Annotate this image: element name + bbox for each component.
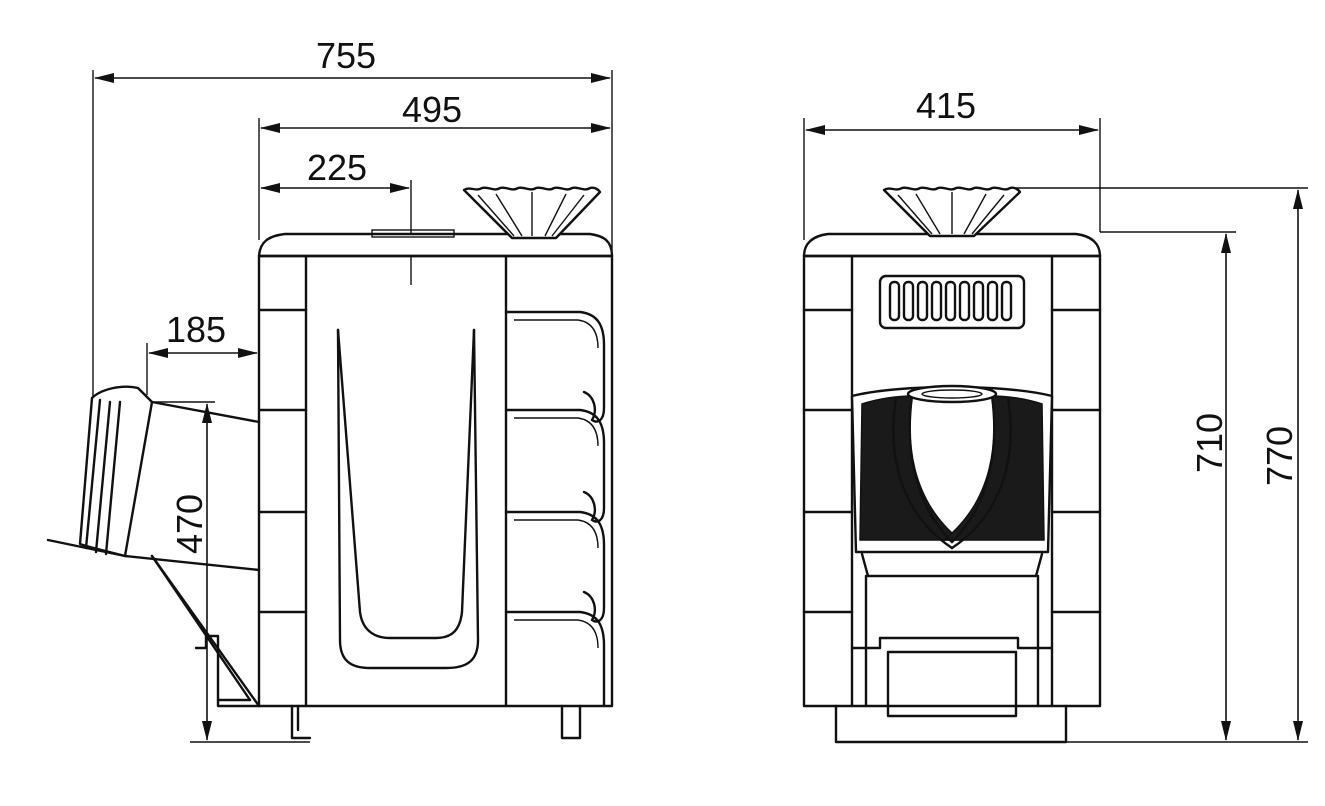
dim-710-label: 710 (1189, 413, 1230, 473)
dim-415-label: 415 (916, 85, 976, 126)
front-stove-body (802, 186, 1102, 744)
fire-door (850, 384, 1054, 554)
side-chimney-pipe (46, 385, 261, 708)
ash-pit (850, 552, 1054, 718)
dim-755-label: 755 (316, 35, 376, 76)
front-view: 415 710 770 (802, 85, 1308, 744)
dim-470-label: 470 (169, 494, 210, 554)
dim-770-label: 770 (1259, 426, 1300, 486)
side-view: 755 495 225 185 470 (46, 35, 614, 743)
side-stove-body (257, 186, 614, 740)
dim-495-label: 495 (402, 89, 462, 130)
dim-185-label: 185 (166, 309, 226, 350)
dim-225-label: 225 (307, 147, 367, 188)
